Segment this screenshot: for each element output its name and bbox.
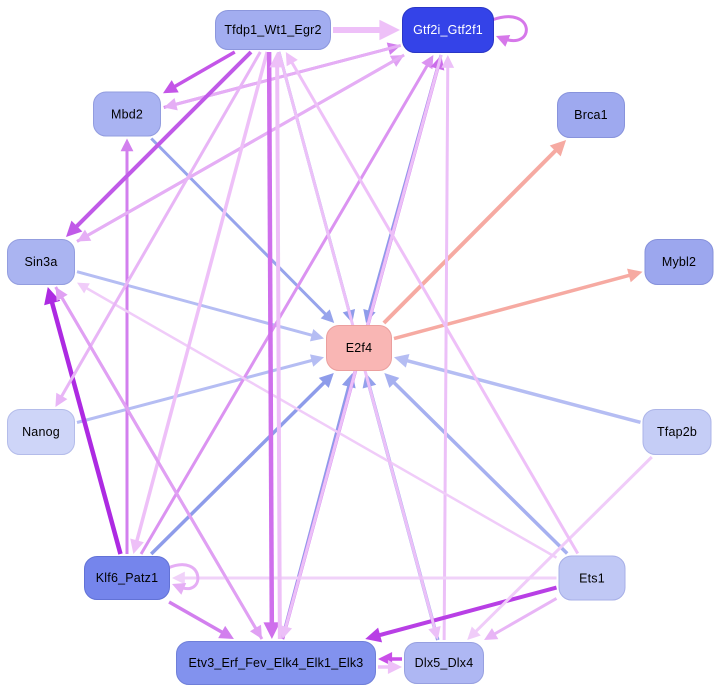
edge-E2f4-to-Brca1[interactable] — [382, 140, 567, 325]
edge-Ets1-to-Etv3_Erf_Fev_Elk4_Elk1_Elk3[interactable] — [365, 585, 558, 643]
node-Mybl2[interactable]: Mybl2 — [644, 239, 714, 285]
edge-Gtf2i_Gtf2f1-to-Sin3a[interactable] — [77, 53, 405, 242]
edge-Tfdp1_Wt1_Egr2-to-Gtf2i_Gtf2f1[interactable] — [333, 19, 400, 41]
node-Sin3a[interactable]: Sin3a — [7, 239, 75, 285]
edge-Sin3a-to-Etv3_Erf_Fev_Elk4_Elk1_Elk3[interactable] — [54, 286, 262, 639]
edge-Gtf2i_Gtf2f1-to-Mbd2[interactable] — [163, 44, 402, 111]
node-label: Nanog — [22, 425, 60, 439]
node-Brca1[interactable]: Brca1 — [557, 92, 625, 138]
edge-Klf6_Patz1-to-E2f4[interactable] — [149, 373, 334, 556]
node-label: Gtf2i_Gtf2f1 — [413, 23, 483, 37]
node-Tfap2b[interactable]: Tfap2b — [642, 409, 712, 455]
edge-Etv3_Erf_Fev_Elk4_Elk1_Elk3-to-Dlx5_Dlx4[interactable] — [378, 659, 402, 675]
node-label: Mybl2 — [661, 255, 697, 269]
node-Ets1[interactable]: Ets1 — [558, 555, 626, 601]
edge-Klf6_Patz1-to-Etv3_Erf_Fev_Elk4_Elk1_Elk3[interactable] — [168, 600, 234, 639]
node-Etv3_Erf_Fev_Elk4_Elk1_Elk3[interactable]: Etv3_Erf_Fev_Elk4_Elk1_Elk3 — [176, 641, 376, 685]
edge-Klf6_Patz1-to-Klf6_Patz1[interactable] — [167, 563, 200, 595]
node-label: Brca1 — [574, 108, 608, 122]
edge-Tfdp1_Wt1_Egr2-to-Mbd2[interactable] — [163, 50, 236, 94]
node-Mbd2[interactable]: Mbd2 — [93, 91, 161, 137]
edge-Tfap2b-to-E2f4[interactable] — [394, 354, 641, 425]
edge-Ets1-to-Dlx5_Dlx4[interactable] — [484, 597, 558, 640]
edge-Klf6_Patz1-to-Mbd2[interactable] — [120, 138, 134, 555]
node-Nanog[interactable]: Nanog — [7, 409, 75, 455]
edge-Gtf2i_Gtf2f1-to-Gtf2i_Gtf2f1[interactable] — [491, 15, 528, 47]
node-label: E2f4 — [345, 341, 373, 355]
node-Klf6_Patz1[interactable]: Klf6_Patz1 — [84, 556, 170, 600]
edge-Ets1-to-E2f4[interactable] — [384, 373, 569, 555]
node-label: Etv3_Erf_Fev_Elk4_Elk1_Elk3 — [188, 656, 364, 670]
node-label: Ets1 — [579, 571, 605, 585]
edge-Dlx5_Dlx4-to-Gtf2i_Gtf2f1[interactable] — [441, 55, 455, 641]
edge-Mbd2-to-E2f4[interactable] — [150, 137, 335, 324]
node-Dlx5_Dlx4[interactable]: Dlx5_Dlx4 — [404, 642, 484, 684]
edge-Tfdp1_Wt1_Egr2-to-Etv3_Erf_Fev_Elk4_Elk1_Elk3[interactable] — [263, 52, 281, 640]
node-label: Tfap2b — [656, 425, 698, 439]
edge-Nanog-to-E2f4[interactable] — [76, 354, 324, 424]
edge-Tfdp1_Wt1_Egr2-to-Sin3a[interactable] — [66, 50, 253, 237]
edge-Ets1-to-Tfdp1_Wt1_Egr2[interactable] — [285, 52, 580, 555]
edge-Ets1-to-Klf6_Patz1[interactable] — [172, 571, 557, 585]
edge-E2f4-to-Mybl2[interactable] — [393, 268, 643, 341]
edge-Tfdp1_Wt1_Egr2-to-Nanog[interactable] — [55, 51, 262, 407]
node-Gtf2i_Gtf2f1[interactable]: Gtf2i_Gtf2f1 — [402, 7, 494, 53]
node-label: Tfdp1_Wt1_Egr2 — [224, 23, 322, 37]
node-label: Klf6_Patz1 — [95, 571, 159, 585]
node-label: Dlx5_Dlx4 — [414, 656, 474, 670]
edge-Klf6_Patz1-to-Sin3a[interactable] — [44, 287, 123, 555]
edge-Tfap2b-to-Dlx5_Dlx4[interactable] — [467, 455, 653, 640]
node-label: Mbd2 — [110, 107, 144, 121]
node-E2f4[interactable]: E2f4 — [326, 325, 392, 371]
node-label: Sin3a — [24, 255, 58, 269]
edge-Klf6_Patz1-to-Gtf2i_Gtf2f1[interactable] — [139, 55, 434, 555]
edge-Ets1-to-Sin3a[interactable] — [77, 282, 558, 559]
node-Tfdp1_Wt1_Egr2[interactable]: Tfdp1_Wt1_Egr2 — [215, 10, 331, 50]
